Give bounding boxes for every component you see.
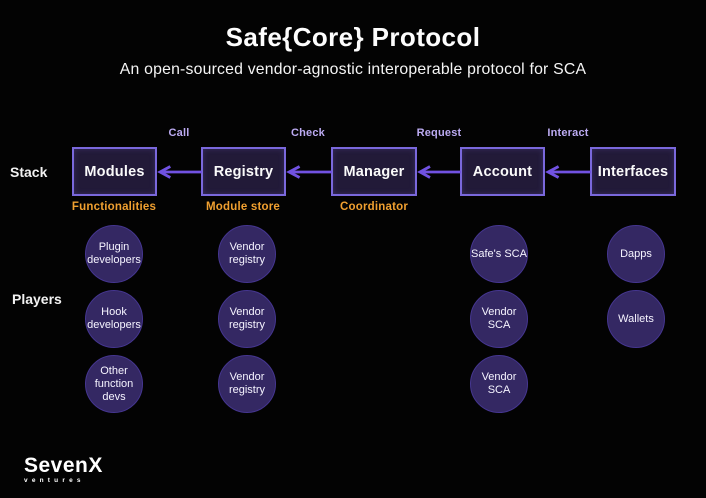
player-circle-wallets: Wallets (607, 290, 665, 348)
arrow-label-request: Request (416, 127, 462, 139)
player-circle-label: Hook developers (87, 306, 141, 331)
stack-box-manager-label: Manager (343, 163, 405, 180)
player-circle-label: Vendor registry (228, 241, 266, 266)
logo-sub-text: ventures (24, 477, 85, 484)
page-title: Safe{Core} Protocol (225, 22, 481, 52)
arrow-manager-to-registry (286, 165, 332, 179)
sevenx-logo: SevenX ventures (24, 455, 103, 485)
stack-box-modules: Modules (72, 147, 157, 196)
left-arrow-icon (157, 165, 202, 179)
player-circle-vendor-registry-2: Vendor registry (218, 290, 276, 348)
sublabel-functionalities: Functionalities (71, 201, 157, 213)
player-circle-vendor-sca-1: Vendor SCA (470, 290, 528, 348)
player-circle-vendor-registry-1: Vendor registry (218, 225, 276, 283)
arrow-account-to-manager (417, 165, 461, 179)
sublabel-coordinator: Coordinator (340, 201, 408, 213)
player-circle-label: Plugin developers (87, 241, 141, 266)
logo-brand-text: SevenX (24, 454, 103, 477)
stack-box-interfaces: Interfaces (590, 147, 676, 196)
left-arrow-icon (545, 165, 591, 179)
player-circle-plugin-developers: Plugin developers (85, 225, 143, 283)
player-circle-vendor-sca-2: Vendor SCA (470, 355, 528, 413)
stack-box-interfaces-label: Interfaces (597, 163, 669, 180)
player-circle-label: Safe's SCA (471, 247, 527, 260)
stack-box-account: Account (460, 147, 545, 196)
player-circle-dapps: Dapps (607, 225, 665, 283)
player-circle-label: Vendor registry (228, 306, 266, 331)
player-circle-label: Wallets (618, 312, 654, 325)
stack-row-label: Stack (10, 164, 48, 180)
player-circle-label: Vendor registry (228, 371, 266, 396)
left-arrow-icon (286, 165, 332, 179)
player-circle-hook-developers: Hook developers (85, 290, 143, 348)
arrow-interfaces-to-account (545, 165, 591, 179)
stack-box-account-label: Account (472, 163, 533, 180)
player-circle-vendor-registry-3: Vendor registry (218, 355, 276, 413)
page-subtitle: An open-sourced vendor-agnostic interope… (119, 61, 587, 78)
stack-box-manager: Manager (331, 147, 417, 196)
arrow-label-check: Check (290, 127, 326, 139)
stack-box-registry-label: Registry (213, 163, 274, 180)
player-circle-other-function-devs: Other function devs (85, 355, 143, 413)
player-circle-label: Other function devs (94, 364, 134, 403)
player-circle-label: Dapps (620, 247, 652, 260)
left-arrow-icon (417, 165, 461, 179)
players-row-label: Players (12, 291, 62, 307)
arrow-label-interact: Interact (547, 127, 589, 139)
player-circle-label: Vendor SCA (481, 371, 517, 396)
player-circle-label: Vendor SCA (481, 306, 517, 331)
player-circle-safes-sca: Safe's SCA (470, 225, 528, 283)
stack-box-registry: Registry (201, 147, 286, 196)
sublabel-module-store: Module store (206, 201, 280, 213)
stack-box-modules-label: Modules (84, 163, 145, 180)
arrow-registry-to-modules (157, 165, 202, 179)
arrow-label-call: Call (168, 127, 190, 139)
